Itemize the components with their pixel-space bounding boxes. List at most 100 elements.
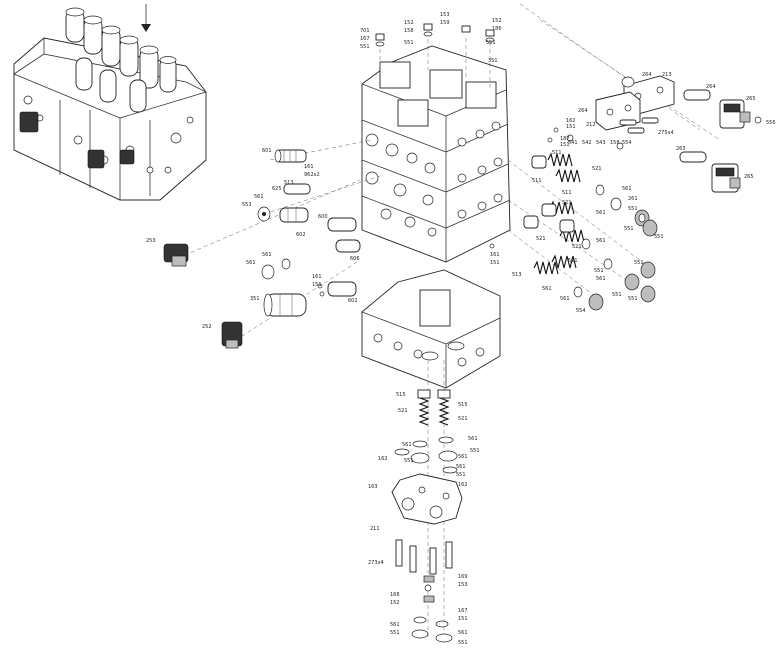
- callout-561: 561: [390, 622, 400, 628]
- callout-151: 151: [458, 616, 468, 622]
- callout-152: 152: [404, 20, 414, 26]
- assembled-valve-drawing: [13, 7, 207, 201]
- callout-265: 265: [746, 96, 756, 102]
- callout-253: 253: [146, 238, 156, 244]
- callout-561: 561: [254, 194, 264, 200]
- callout-162: 162: [378, 456, 388, 462]
- callout-167: 167: [458, 608, 468, 614]
- callout-169: 169: [458, 574, 468, 580]
- callout-602: 602: [296, 232, 306, 238]
- callout-labels: 701 167 551 152 158 551 153 159 152 186 …: [146, 12, 776, 646]
- callout-600: 600: [318, 214, 328, 220]
- callout-551: 551: [628, 206, 638, 212]
- callout-168: 168: [390, 592, 400, 598]
- callout-153: 153: [458, 582, 468, 588]
- callout-159: 159: [440, 20, 450, 26]
- callout-152: 152: [390, 600, 400, 606]
- callout-261: 261: [628, 196, 638, 202]
- callout-511: 511: [532, 178, 542, 184]
- callout-521: 521: [572, 244, 582, 250]
- callout-551: 551: [628, 296, 638, 302]
- callout-186: 186: [492, 26, 502, 32]
- callout-163: 163: [368, 484, 378, 490]
- callout-561: 561: [456, 464, 466, 470]
- callout-554: 554: [576, 308, 586, 314]
- callout-551: 551: [390, 630, 400, 636]
- callout-551: 551: [654, 234, 664, 240]
- callout-265: 265: [744, 174, 754, 180]
- callout-264: 264: [706, 84, 716, 90]
- callout-167: 167: [360, 36, 370, 42]
- callout-213: 213: [662, 72, 672, 78]
- callout-625: 625: [272, 186, 282, 192]
- callout-151: 151: [490, 260, 500, 266]
- callout-962x2: 962x2: [304, 172, 320, 178]
- callout-187: 187: [560, 136, 570, 142]
- callout-551: 551: [594, 268, 604, 274]
- callout-161: 161: [490, 252, 500, 258]
- callout-554: 554: [622, 140, 632, 146]
- callout-561: 561: [458, 454, 468, 460]
- callout-511: 511: [562, 190, 572, 196]
- callout-602: 602: [348, 298, 358, 304]
- callout-551: 551: [458, 640, 468, 646]
- callout-561: 561: [458, 630, 468, 636]
- callout-543: 543: [596, 140, 606, 146]
- callout-513: 513: [284, 180, 294, 186]
- callout-561: 561: [402, 442, 412, 448]
- right-parts-drawing: [489, 3, 762, 311]
- callout-556: 556: [766, 120, 776, 126]
- callout-515: 515: [396, 392, 406, 398]
- left-parts-drawing: [163, 139, 381, 349]
- callout-551: 551: [612, 292, 622, 298]
- callout-551: 551: [360, 44, 370, 50]
- callout-211: 211: [370, 526, 380, 532]
- main-valve-block-drawing: [361, 45, 511, 263]
- callout-553: 553: [242, 202, 252, 208]
- callout-151: 151: [566, 124, 576, 130]
- callout-162: 162: [566, 118, 576, 124]
- top-parts-drawing: [375, 23, 495, 88]
- callout-152: 152: [492, 18, 502, 24]
- callout-551: 551: [634, 260, 644, 266]
- callout-264: 264: [642, 72, 652, 78]
- callout-273x4: 273x4: [368, 560, 384, 566]
- callout-513: 513: [512, 272, 522, 278]
- callout-541: 541: [568, 140, 578, 146]
- callout-561: 561: [246, 260, 256, 266]
- callout-561: 561: [262, 252, 272, 258]
- bottom-parts-drawing: [391, 360, 463, 643]
- callout-551: 551: [486, 40, 496, 46]
- callout-551: 551: [404, 458, 414, 464]
- callout-351: 351: [250, 296, 260, 302]
- view-direction-arrow-icon: [141, 4, 151, 32]
- callout-162: 162: [458, 482, 468, 488]
- callout-153: 153: [440, 12, 450, 18]
- callout-606: 606: [350, 256, 360, 262]
- callout-521: 521: [562, 200, 572, 206]
- callout-701: 701: [360, 28, 370, 34]
- callout-521: 521: [458, 416, 468, 422]
- callout-252: 252: [202, 324, 212, 330]
- callout-561: 561: [622, 186, 632, 192]
- callout-521: 521: [536, 236, 546, 242]
- callout-542: 542: [582, 140, 592, 146]
- callout-521: 521: [592, 166, 602, 172]
- callout-551: 551: [456, 472, 466, 478]
- callout-158: 158: [610, 140, 620, 146]
- callout-515: 515: [458, 402, 468, 408]
- callout-264: 264: [578, 108, 588, 114]
- callout-263: 263: [676, 146, 686, 152]
- callout-151: 151: [560, 142, 570, 148]
- callout-161: 161: [312, 274, 322, 280]
- callout-601: 601: [262, 148, 272, 154]
- callout-551: 551: [404, 40, 414, 46]
- callout-351: 351: [488, 58, 498, 64]
- callout-212: 212: [586, 122, 596, 128]
- callout-521: 521: [568, 258, 578, 264]
- callout-561: 561: [596, 238, 606, 244]
- callout-551: 551: [624, 226, 634, 232]
- callout-551: 551: [470, 448, 480, 454]
